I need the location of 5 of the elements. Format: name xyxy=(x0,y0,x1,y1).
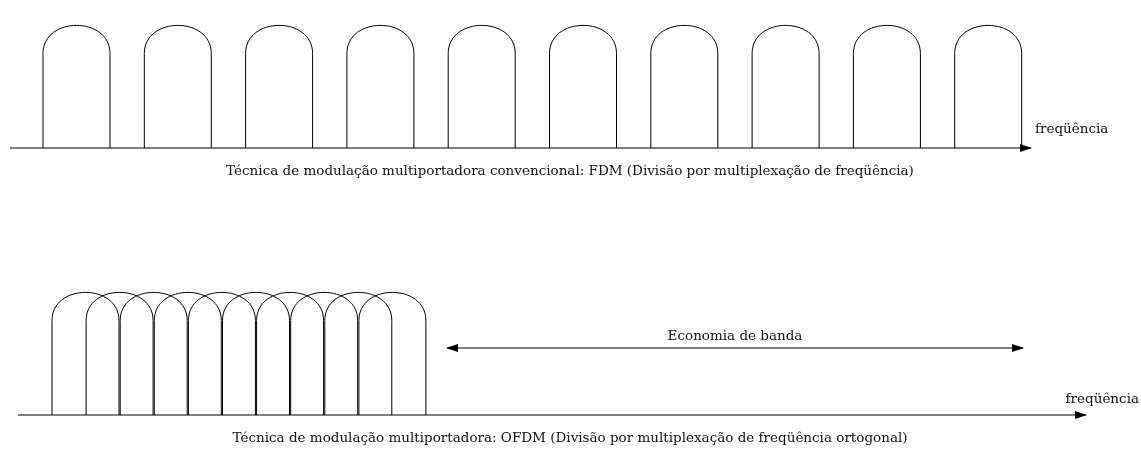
axis-label: freqüência xyxy=(1065,389,1139,407)
axis-label: freqüência xyxy=(1035,119,1109,137)
caption: Técnica de modulação multiportadora: OFDM (Divisão por multiplexação de freqüência ortogonal) xyxy=(232,428,908,446)
dimension-label: Economia de banda xyxy=(667,326,803,344)
caption: Técnica de modulação multiportadora convencional: FDM (Divisão por multiplexação de freqüência) xyxy=(226,161,914,179)
